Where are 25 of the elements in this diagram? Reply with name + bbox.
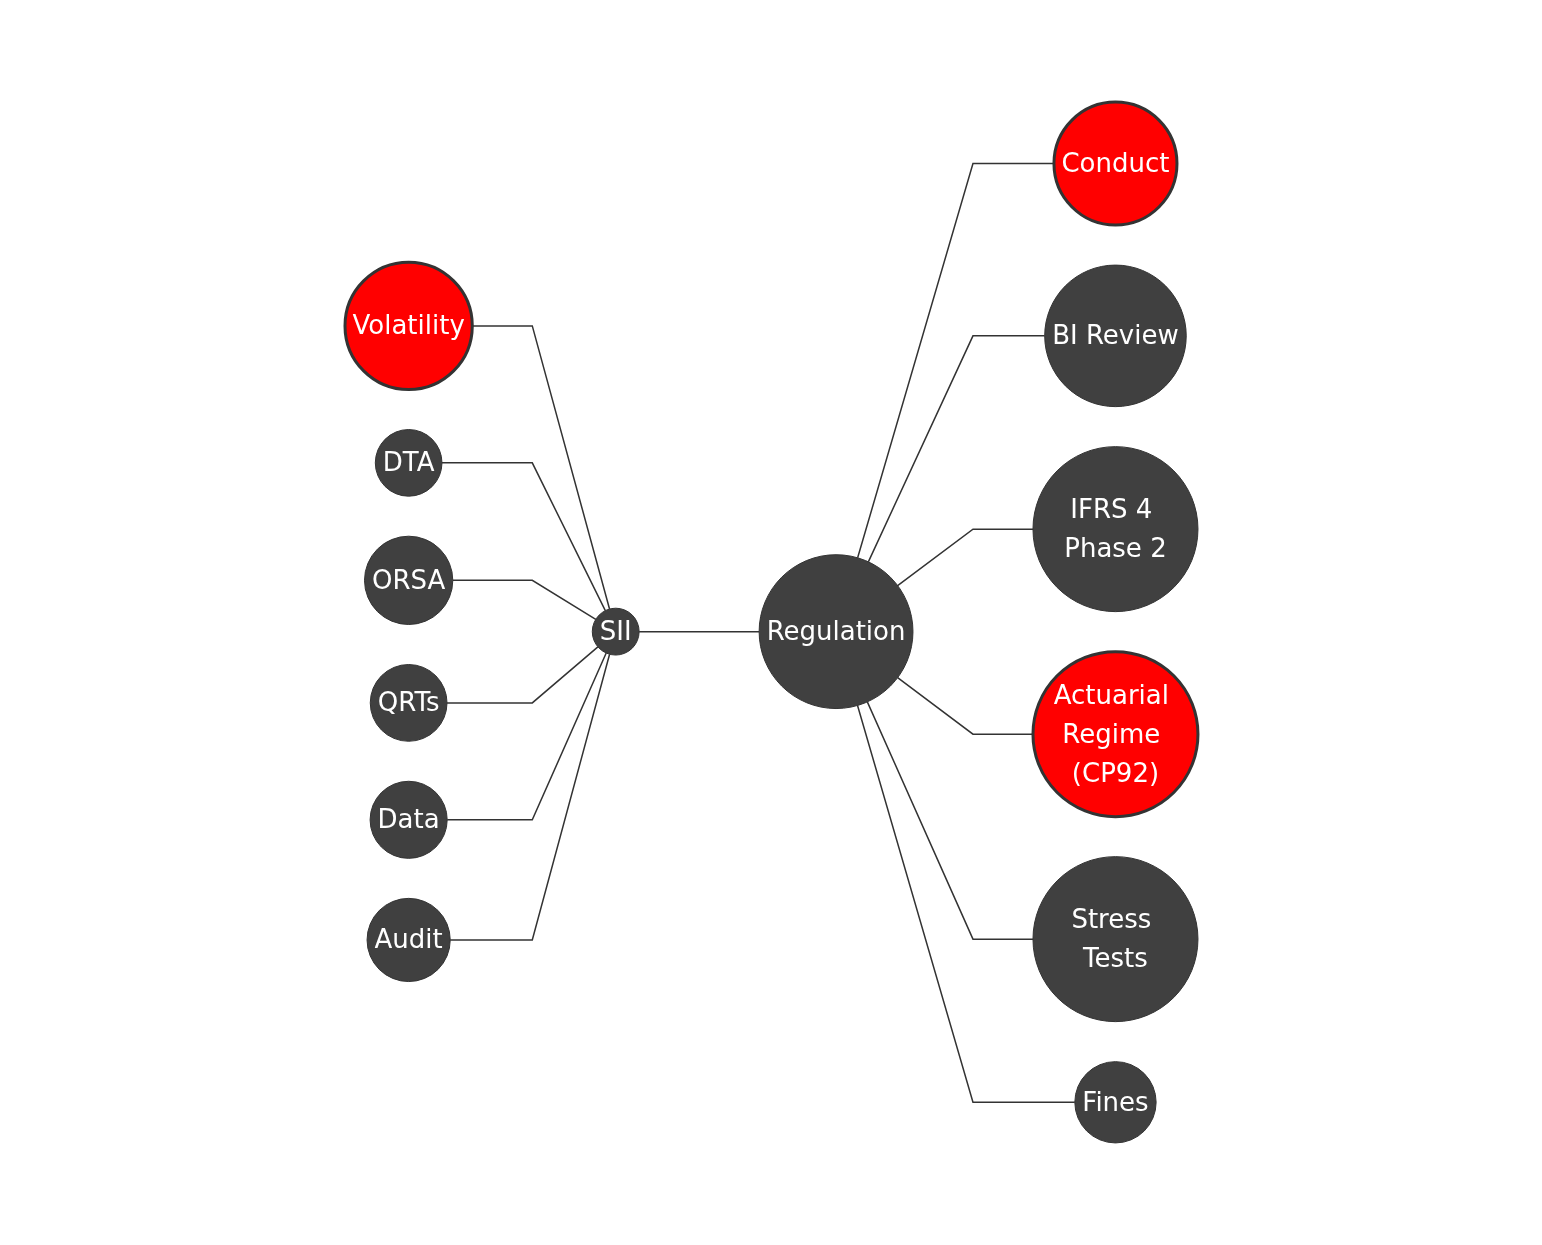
connector <box>445 646 599 704</box>
node-circle: ORSA <box>363 535 453 625</box>
connector <box>867 335 1045 563</box>
node-circle: Actuarial Regime (CP92) <box>1031 650 1199 819</box>
connector <box>449 653 610 941</box>
node-circle: Audit <box>366 897 451 983</box>
connector <box>856 704 1076 1104</box>
connector <box>451 579 596 621</box>
connector <box>440 462 606 612</box>
node-circle: Volatility <box>343 260 474 392</box>
connector <box>471 325 610 610</box>
node-circle: BI Review <box>1043 264 1187 408</box>
node-circle: IFRS 4 Phase 2 <box>1032 446 1198 613</box>
node-circle: SII <box>591 607 640 656</box>
node-circle: QRTs <box>369 664 448 742</box>
connector <box>866 701 1034 940</box>
connector <box>637 630 760 633</box>
node-circle: Data <box>369 780 448 859</box>
connector <box>445 652 607 821</box>
node-circle: Fines <box>1073 1061 1157 1144</box>
node-circle: Stress Tests <box>1032 856 1198 1023</box>
node-circle: Conduct <box>1052 100 1178 227</box>
node-circle: Regulation <box>758 554 913 710</box>
connector <box>896 528 1034 587</box>
node-circle: DTA <box>374 429 442 497</box>
